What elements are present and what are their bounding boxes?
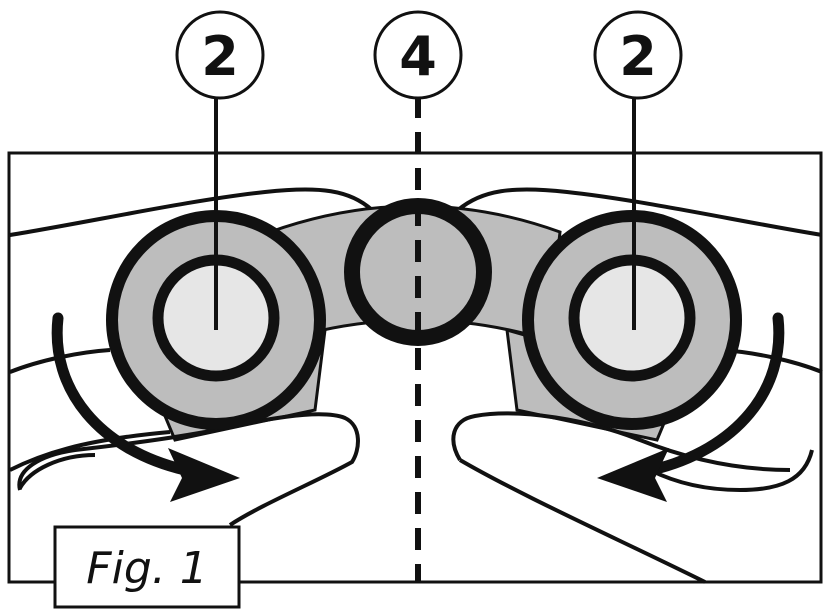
right-hand-wrist xyxy=(458,458,706,584)
left-arrowhead xyxy=(168,448,240,502)
left-rotation-arrow xyxy=(51,312,191,476)
callout-left-circle xyxy=(175,10,265,100)
right-hand-thumb xyxy=(649,449,814,493)
face-contour-right xyxy=(456,187,823,237)
right-hand-palm xyxy=(451,411,791,472)
callout-center: 4 xyxy=(373,10,463,100)
caption-label: Fig. 1 xyxy=(86,543,207,594)
right-rotation-arrow xyxy=(646,312,785,476)
callout-right-circle xyxy=(593,10,683,100)
left-hand-fingers xyxy=(9,430,171,490)
left-hand-thumb xyxy=(17,412,360,527)
callout-left: 2 xyxy=(175,10,265,100)
caption-box xyxy=(53,525,241,609)
callout-right-label: 2 xyxy=(619,25,657,88)
face-contour-left xyxy=(9,187,374,237)
right-arrowhead xyxy=(597,448,669,502)
figure-caption: Fig. 1 xyxy=(53,525,241,609)
callout-right: 2 xyxy=(593,10,683,100)
callout-left-label: 2 xyxy=(201,25,239,88)
callout-center-circle xyxy=(373,10,463,100)
callout-center-label: 4 xyxy=(399,25,437,88)
